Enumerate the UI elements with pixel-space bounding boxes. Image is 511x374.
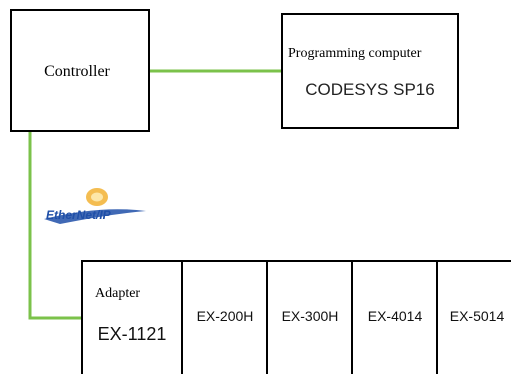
ethernet-ip-swoosh-icon [44, 209, 146, 224]
controller-to-adapter-link [28, 132, 82, 320]
module-ex-5014 [436, 260, 511, 374]
codesys-label: CODESYS SP16 [305, 80, 434, 99]
module-label-ex-300h: EX-300H [282, 308, 339, 324]
programming-computer-box [281, 13, 459, 129]
module-label-ex-4014: EX-4014 [368, 308, 423, 324]
module-ex-300h [266, 260, 353, 374]
module-ex-200h [181, 260, 268, 374]
ethernet-ip-logo-text: EtherNet/IP [46, 208, 112, 222]
programming-computer-node: Programming computer CODESYS SP16 [281, 13, 459, 129]
adapter-module [81, 260, 183, 374]
adapter-caption: Adapter [95, 286, 140, 301]
module-label-ex-5014: EX-5014 [450, 308, 505, 324]
programming-computer-caption: Programming computer [288, 46, 422, 61]
ethernet-ip-logo: EtherNet/IP [44, 188, 146, 224]
module-label-ex-200h: EX-200H [197, 308, 254, 324]
controller-node: Controller [10, 9, 150, 132]
ethernet-ip-globe-highlight [91, 192, 103, 202]
controller-box [10, 9, 150, 132]
module-rack: Adapter EX-1121 EX-200H EX-300H EX-4014 … [81, 260, 511, 374]
controller-label: Controller [44, 63, 110, 80]
adapter-model-label: EX-1121 [98, 324, 167, 344]
module-ex-4014 [351, 260, 438, 374]
